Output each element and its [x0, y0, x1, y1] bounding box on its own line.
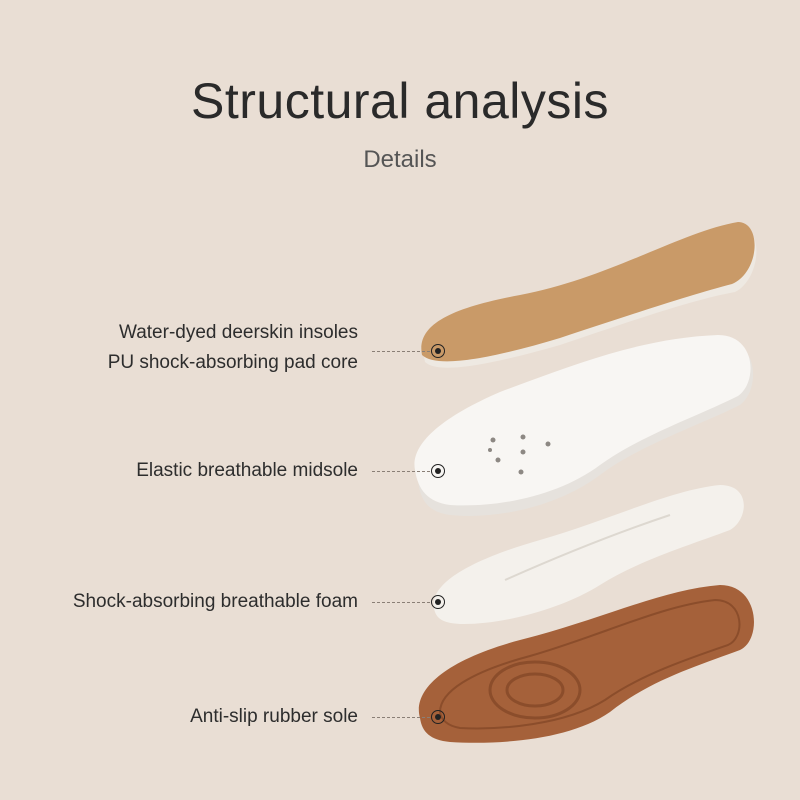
label-line: Water-dyed deerskin insoles: [118, 322, 358, 343]
marker-dot-icon: [431, 710, 445, 724]
label-foam: Shock-absorbing breathable foam: [73, 587, 358, 617]
leader-line: [372, 471, 430, 472]
rubber-sole-image: [418, 585, 754, 743]
foam-layer-image: [433, 485, 744, 625]
label-line: Anti-slip rubber sole: [190, 706, 358, 727]
leader-line: [372, 602, 430, 603]
label-line: Shock-absorbing breathable foam: [72, 591, 358, 612]
page-title: Structural analysis: [191, 73, 609, 129]
label-rubber-sole: Anti-slip rubber sole: [190, 702, 358, 732]
leather-insole-image: [421, 222, 757, 368]
label-leather-insole: Water-dyed deerskin insoles PU shock-abs…: [108, 318, 358, 378]
label-midsole: Elastic breathable midsole: [136, 456, 358, 486]
midsole-image: [414, 335, 754, 516]
marker-dot-icon: [431, 464, 445, 478]
label-line: Elastic breathable midsole: [136, 460, 358, 481]
leader-line: [372, 351, 430, 352]
page-subtitle: Details: [363, 146, 437, 173]
leader-line: [372, 717, 430, 718]
marker-dot-icon: [431, 344, 445, 358]
midsole-vent-holes: [488, 434, 551, 475]
label-line: PU shock-absorbing pad core: [107, 352, 358, 373]
marker-dot-icon: [431, 595, 445, 609]
